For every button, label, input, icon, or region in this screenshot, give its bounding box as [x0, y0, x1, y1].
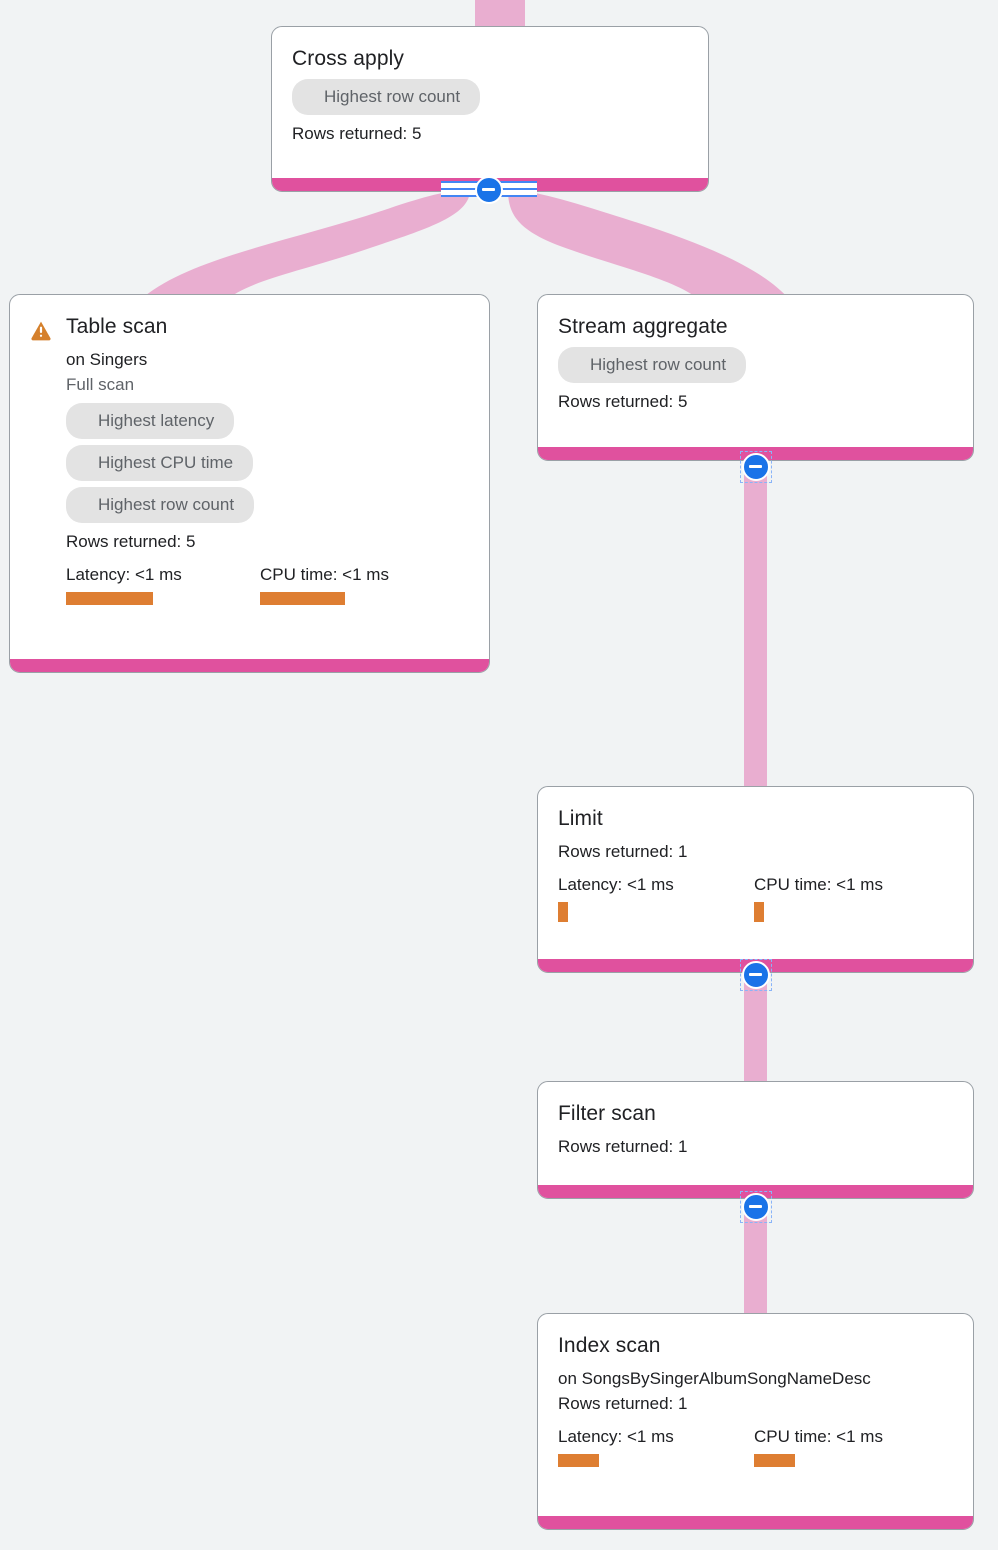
node-chip-list: Highest row count [292, 79, 688, 115]
edge-incoming-top [475, 0, 525, 30]
node-content: Cross apply Highest row count Rows retur… [272, 27, 708, 156]
plan-node-filter-scan[interactable]: Filter scan Rows returned: 1 [537, 1081, 974, 1199]
toggle-limit[interactable] [742, 961, 770, 989]
node-title: Cross apply [292, 47, 404, 70]
toggle-cross-apply-wrapper[interactable] [441, 176, 537, 204]
node-rows-returned: Rows returned: 5 [558, 392, 688, 411]
plan-node-table-scan[interactable]: Table scan on Singers Full scan Highest … [9, 294, 490, 673]
metric-latency: Latency: <1 ms [66, 564, 260, 605]
edge-stream-aggregate-limit [744, 455, 767, 790]
edge-cross-apply-table-scan [140, 190, 470, 302]
metric-cpu-time-label: CPU time: <1 ms [754, 875, 883, 894]
metric-cpu-time: CPU time: <1 ms [754, 874, 883, 922]
toggle-limit-wrapper[interactable] [740, 959, 772, 991]
node-subtitle: on SongsBySingerAlbumSongNameDesc [558, 1369, 871, 1388]
metric-latency-label: Latency: <1 ms [66, 565, 182, 584]
chip-highest-row-count: Highest row count [292, 79, 481, 115]
node-detail: Full scan [66, 375, 135, 394]
metric-latency-label: Latency: <1 ms [558, 1427, 674, 1446]
node-rows-returned: Rows returned: 1 [558, 842, 688, 861]
minus-icon [749, 465, 762, 468]
plan-node-cross-apply[interactable]: Cross apply Highest row count Rows retur… [271, 26, 709, 192]
metric-cpu-time-bar [754, 1454, 795, 1467]
node-header: Table scan [30, 313, 469, 341]
edge-filter-scan-index-scan [744, 1192, 767, 1317]
plan-node-index-scan[interactable]: Index scan on SongsBySingerAlbumSongName… [537, 1313, 974, 1530]
node-footer-bar [538, 1185, 973, 1198]
metric-latency: Latency: <1 ms [558, 874, 754, 922]
node-content: Index scan on SongsBySingerAlbumSongName… [538, 1314, 973, 1477]
metric-latency-label: Latency: <1 ms [558, 875, 674, 894]
metric-cpu-time: CPU time: <1 ms [754, 1426, 883, 1467]
node-rows-returned: Rows returned: 1 [558, 1137, 688, 1156]
toggle-stream-aggregate[interactable] [742, 453, 770, 481]
node-rows-returned: Rows returned: 5 [66, 532, 196, 551]
node-footer-bar [10, 659, 489, 672]
plan-node-stream-aggregate[interactable]: Stream aggregate Highest row count Rows … [537, 294, 974, 461]
node-subtitle: on Singers [66, 350, 148, 369]
toggle-cross-apply[interactable] [475, 176, 503, 204]
metric-latency-bar [558, 902, 568, 922]
metric-latency: Latency: <1 ms [558, 1426, 754, 1467]
node-footer-bar [538, 1516, 973, 1529]
chip-highest-cpu-time: Highest CPU time [66, 445, 254, 481]
node-title: Table scan [66, 315, 168, 338]
warning-icon [30, 319, 52, 341]
node-title: Index scan [558, 1334, 661, 1357]
metric-cpu-time: CPU time: <1 ms [260, 564, 389, 605]
minus-icon [749, 973, 762, 976]
chip-highest-row-count: Highest row count [558, 347, 747, 383]
metric-cpu-time-bar [260, 592, 345, 605]
node-title: Stream aggregate [558, 315, 728, 338]
node-header: Stream aggregate [558, 313, 953, 341]
node-rows-returned: Rows returned: 1 [558, 1394, 688, 1413]
minus-icon [749, 1205, 762, 1208]
chip-highest-row-count: Highest row count [66, 487, 255, 523]
toggle-stream-aggregate-wrapper[interactable] [740, 451, 772, 483]
node-details: on Singers Full scan Highest latency Hig… [30, 347, 469, 605]
toggle-filter-scan-wrapper[interactable] [740, 1191, 772, 1223]
node-chip-list: Highest latency Highest CPU time Highest… [66, 403, 469, 523]
node-rows-returned: Rows returned: 5 [292, 124, 422, 143]
node-metrics: Latency: <1 ms CPU time: <1 ms [558, 874, 953, 922]
metric-cpu-time-bar [754, 902, 764, 922]
node-header: Limit [558, 805, 953, 833]
edge-limit-filter-scan [744, 962, 767, 1087]
edge-cross-apply-stream-aggregate [508, 190, 790, 300]
node-header: Filter scan [558, 1100, 953, 1128]
minus-icon [482, 188, 495, 191]
node-chip-list: Highest row count [558, 347, 953, 383]
node-content: Filter scan Rows returned: 1 [538, 1082, 973, 1169]
metric-latency-bar [66, 592, 153, 605]
node-header: Cross apply [292, 45, 688, 73]
metric-cpu-time-label: CPU time: <1 ms [754, 1427, 883, 1446]
node-title: Limit [558, 807, 603, 830]
node-header: Index scan [558, 1332, 953, 1360]
node-metrics: Latency: <1 ms CPU time: <1 ms [66, 564, 469, 605]
chip-highest-latency: Highest latency [66, 403, 235, 439]
node-content: Stream aggregate Highest row count Rows … [538, 295, 973, 424]
node-content: Limit Rows returned: 1 Latency: <1 ms CP… [538, 787, 973, 932]
plan-node-limit[interactable]: Limit Rows returned: 1 Latency: <1 ms CP… [537, 786, 974, 973]
node-content: Table scan on Singers Full scan Highest … [10, 295, 489, 615]
node-metrics: Latency: <1 ms CPU time: <1 ms [558, 1426, 953, 1467]
metric-cpu-time-label: CPU time: <1 ms [260, 565, 389, 584]
toggle-filter-scan[interactable] [742, 1193, 770, 1221]
node-title: Filter scan [558, 1102, 656, 1125]
metric-latency-bar [558, 1454, 599, 1467]
